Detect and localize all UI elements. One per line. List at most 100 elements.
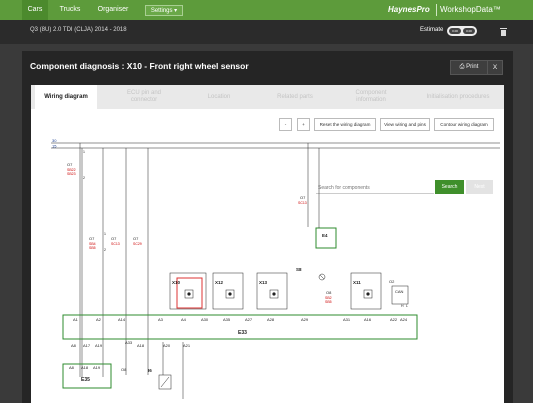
chevron-down-icon: ▾ <box>174 8 178 14</box>
component-e4[interactable]: E4 O7 SC13 <box>298 143 337 249</box>
vehicle-title: Q3 (8U) 2.0 TDI (CLJA) 2014 - 2018 <box>30 27 127 33</box>
estimate-value-right: 0.00 <box>463 28 475 34</box>
tab-wiring-diagram[interactable]: Wiring diagram <box>35 85 97 110</box>
contour-diagram-button[interactable]: Contour wiring diagram <box>434 118 494 131</box>
tab-related-parts[interactable]: Related parts <box>277 93 313 100</box>
svg-text:E33: E33 <box>238 330 247 336</box>
svg-text:A4: A4 <box>181 317 187 322</box>
svg-text:A19: A19 <box>93 365 101 370</box>
svg-text:A14: A14 <box>118 317 126 322</box>
component-s8[interactable]: S8 <box>296 267 326 281</box>
fuse-o7-sc13: O7 SC13 <box>111 236 120 246</box>
svg-text:A1: A1 <box>73 317 79 322</box>
svg-text:O7: O7 <box>89 236 95 241</box>
svg-text:A28: A28 <box>267 317 275 322</box>
svg-text:SB4: SB4 <box>89 242 96 246</box>
lower-pin-labels: A8 A17 A19 A33 A18 A20 A21 A8 A18 A19 <box>69 340 191 370</box>
component-search-input[interactable] <box>316 183 434 194</box>
svg-text:E4: E4 <box>322 233 328 238</box>
svg-text:A24: A24 <box>400 317 408 322</box>
svg-text:SC13: SC13 <box>298 201 307 205</box>
component-o8-fuse: O8 SB2 SB5 <box>325 290 332 304</box>
svg-text:O7: O7 <box>300 195 306 200</box>
svg-text:A18: A18 <box>81 365 89 370</box>
svg-text:O7: O7 <box>67 162 73 167</box>
print-button[interactable]: ⎙ Print <box>450 60 488 75</box>
component-x11[interactable]: X11 <box>350 272 382 310</box>
svg-text:A22: A22 <box>390 317 398 322</box>
next-button[interactable]: Next <box>466 180 493 194</box>
svg-text:A3: A3 <box>158 317 164 322</box>
svg-text:A8: A8 <box>71 343 77 348</box>
brand-divider <box>436 4 437 16</box>
wiring-diagram[interactable]: 30 15 O7 SB22 SB23 1 2 O7 SB4 SB5 1 2 O7 <box>33 137 500 403</box>
fuse-o7-sc29: O7 SC29 <box>133 236 142 246</box>
component-x10[interactable]: X10 <box>169 272 207 310</box>
modal-panel: Wiring diagram ECU pin and connector Loc… <box>31 85 504 403</box>
control-unit-e33[interactable]: E33 <box>62 314 418 340</box>
svg-text:A31: A31 <box>343 317 351 322</box>
tab-bar: Wiring diagram ECU pin and connector Loc… <box>31 85 504 110</box>
svg-text:A16: A16 <box>364 317 372 322</box>
fuse-o7-sb4: O7 SB4 SB5 <box>89 236 96 250</box>
svg-text:A27: A27 <box>245 317 253 322</box>
svg-text:1: 1 <box>104 232 106 236</box>
tab-initialisation-procedures[interactable]: Initialisation procedures <box>426 93 490 100</box>
svg-text:O2: O2 <box>389 279 395 284</box>
svg-text:A30: A30 <box>201 317 209 322</box>
fuse-o7-sc13-right: O7 SC13 <box>298 195 307 205</box>
component-x13[interactable]: X13 <box>256 272 288 310</box>
svg-text:X12: X12 <box>215 280 224 285</box>
svg-text:X11: X11 <box>353 280 361 285</box>
brand-logo-workshopdata: WorkshopData™ <box>440 5 501 14</box>
view-wiring-pins-button[interactable]: View wiring and pins <box>380 118 430 131</box>
tab-ecu-pin-connector[interactable]: ECU pin and connector <box>126 90 162 103</box>
trash-icon[interactable] <box>493 20 513 44</box>
reset-diagram-button[interactable]: Reset the wiring diagram <box>314 118 376 131</box>
svg-text:SB22: SB22 <box>67 168 76 172</box>
svg-text:1: 1 <box>83 150 85 154</box>
svg-text:I6: I6 <box>148 368 152 373</box>
svg-text:A8: A8 <box>69 365 75 370</box>
svg-text:SB2: SB2 <box>325 296 332 300</box>
nav-cars[interactable]: Cars <box>22 0 48 20</box>
close-button[interactable]: X <box>487 60 503 75</box>
tab-location[interactable]: Location <box>207 93 231 100</box>
svg-text:A33: A33 <box>125 340 133 345</box>
svg-text:X13: X13 <box>259 280 268 285</box>
print-label: Print <box>466 64 479 70</box>
zoom-in-button[interactable]: + <box>297 118 310 131</box>
svg-text:A35: A35 <box>223 317 231 322</box>
svg-text:X10: X10 <box>172 280 181 285</box>
svg-text:2: 2 <box>83 176 85 180</box>
svg-text:CAN: CAN <box>395 289 404 294</box>
settings-label: Settings <box>150 8 173 14</box>
svg-text:H: H <box>401 304 404 308</box>
svg-text:SB23: SB23 <box>67 172 76 176</box>
estimate-toggle[interactable]: 0.00 0.00 <box>447 26 477 36</box>
nav-trucks[interactable]: Trucks <box>59 6 81 13</box>
svg-text:A19: A19 <box>95 343 103 348</box>
svg-text:SB5: SB5 <box>89 246 96 250</box>
svg-text:O7: O7 <box>133 236 139 241</box>
component-x12[interactable]: X12 <box>212 272 244 310</box>
component-e35[interactable]: E35 <box>62 363 112 389</box>
svg-text:L: L <box>406 304 408 308</box>
nav-organiser[interactable]: Organiser <box>97 6 129 13</box>
fuse-o7-sb22: O7 SB22 SB23 <box>67 162 76 176</box>
svg-text:E35: E35 <box>81 377 90 383</box>
component-i6[interactable]: I6 <box>148 342 184 399</box>
svg-text:O7: O7 <box>111 236 117 241</box>
rail-30-label: 30 <box>52 138 57 143</box>
settings-dropdown[interactable]: Settings ▾ <box>145 5 183 16</box>
svg-text:A21: A21 <box>183 343 191 348</box>
svg-text:A29: A29 <box>301 317 309 322</box>
component-o2-can[interactable]: O2 CAN H L <box>389 279 409 308</box>
modal-title: Component diagnosis : X10 - Front right … <box>30 61 249 71</box>
svg-text:O8: O8 <box>326 290 332 295</box>
svg-text:SC13: SC13 <box>111 242 120 246</box>
search-button[interactable]: Search <box>435 180 464 194</box>
zoom-out-button[interactable]: - <box>279 118 292 131</box>
svg-text:A18: A18 <box>137 343 145 348</box>
tab-component-information[interactable]: Component information <box>355 90 387 103</box>
